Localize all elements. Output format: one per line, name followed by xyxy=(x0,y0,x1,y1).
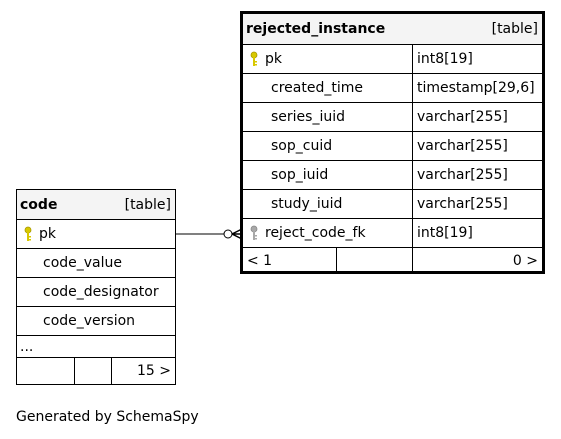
table-name: code xyxy=(20,196,58,213)
column-name: sop_cuid xyxy=(271,138,333,154)
table-rejected-instance[interactable]: rejected_instance [table] pk int8[19] cr… xyxy=(240,11,545,274)
primary-key-icon xyxy=(17,226,39,242)
table-code[interactable]: code [table] pk code_value code_designat… xyxy=(16,189,176,385)
zero-optional-marker xyxy=(223,229,233,239)
column-type: int8[19] xyxy=(412,45,542,73)
column-type: varchar[255] xyxy=(412,190,542,218)
table-header: rejected_instance [table] xyxy=(243,14,542,45)
column-name: created_time xyxy=(271,80,363,96)
column-row[interactable]: sop_iuid varchar[255] xyxy=(243,161,542,190)
table-kind: [table] xyxy=(491,21,538,37)
table-footer: 15 > xyxy=(17,358,175,384)
column-name: series_iuid xyxy=(271,109,345,125)
column-name: code_version xyxy=(43,313,136,329)
more-columns-row[interactable]: ... xyxy=(17,336,175,358)
column-name: pk xyxy=(265,51,282,67)
children-count[interactable]: 15 > xyxy=(111,358,175,384)
parents-count[interactable] xyxy=(17,358,74,384)
column-type: varchar[255] xyxy=(412,103,542,131)
foreign-key-icon xyxy=(243,225,265,241)
column-row[interactable]: code_value xyxy=(17,249,175,278)
footer-middle-cell xyxy=(74,358,111,384)
column-name: code_designator xyxy=(43,284,159,300)
column-row[interactable]: sop_cuid varchar[255] xyxy=(243,132,542,161)
children-count[interactable]: 0 > xyxy=(412,248,542,274)
generated-by-caption: Generated by SchemaSpy xyxy=(16,409,199,425)
column-name: sop_iuid xyxy=(271,167,329,183)
footer-middle-cell xyxy=(336,248,412,274)
column-type: varchar[255] xyxy=(412,161,542,189)
table-name: rejected_instance xyxy=(246,21,386,37)
primary-key-icon xyxy=(243,51,265,67)
column-type: varchar[255] xyxy=(412,132,542,160)
column-row[interactable]: series_iuid varchar[255] xyxy=(243,103,542,132)
column-row[interactable]: code_designator xyxy=(17,278,175,307)
ellipsis: ... xyxy=(20,338,34,355)
column-name: reject_code_fk xyxy=(265,225,366,241)
column-type: int8[19] xyxy=(412,219,542,247)
column-name: pk xyxy=(39,226,56,242)
table-footer: < 1 0 > xyxy=(243,248,542,274)
table-kind: [table] xyxy=(124,196,171,213)
column-row[interactable]: reject_code_fk int8[19] xyxy=(243,219,542,248)
parents-count[interactable]: < 1 xyxy=(247,253,273,269)
column-type: timestamp[29,6] xyxy=(412,74,542,102)
column-row[interactable]: code_version xyxy=(17,307,175,336)
column-row[interactable]: pk int8[19] xyxy=(243,45,542,74)
column-row[interactable]: created_time timestamp[29,6] xyxy=(243,74,542,103)
column-row[interactable]: study_iuid varchar[255] xyxy=(243,190,542,219)
column-name: study_iuid xyxy=(271,196,343,212)
table-header: code [table] xyxy=(17,190,175,220)
column-row[interactable]: pk xyxy=(17,220,175,249)
column-name: code_value xyxy=(43,255,123,271)
